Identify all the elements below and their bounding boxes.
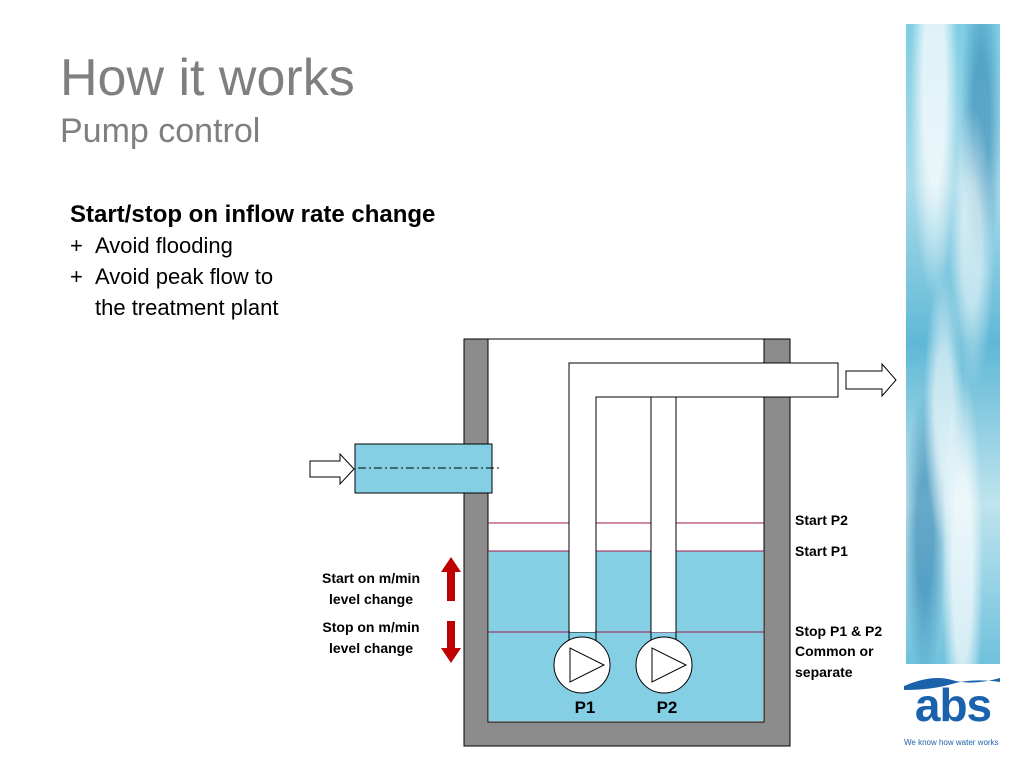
bullet-item: + Avoid peak flow to [70, 261, 435, 292]
bullet-text: Avoid peak flow to [95, 264, 274, 289]
bullet-marker: + [70, 233, 83, 258]
bullet-text: the treatment plant [95, 295, 279, 320]
page-title: How it works [60, 49, 355, 107]
bullet-item: the treatment plant [70, 292, 435, 323]
riser-p1-fill [570, 398, 595, 632]
page-subtitle: Pump control [60, 112, 261, 150]
stop-rate-label-line2: level change [328, 640, 414, 656]
stop-label-line2: Common or [795, 643, 874, 659]
water-body [489, 551, 763, 721]
bullet-heading: Start/stop on inflow rate change [70, 201, 436, 228]
bullet-text: Avoid flooding [95, 233, 233, 258]
riser-p2-fill [652, 398, 675, 632]
start-p2-label: Start P2 [795, 512, 848, 528]
start-rate-label-line2: level change [328, 591, 414, 607]
logo-wordmark: abs [914, 679, 992, 731]
pipe-wall-gap [765, 364, 789, 396]
start-up-arrow [441, 557, 461, 601]
inflow-arrow [309, 452, 355, 486]
stop-down-arrow [441, 621, 461, 663]
stop-label-line3: separate [795, 664, 853, 680]
logo-wave-icon [904, 678, 1000, 690]
stop-label-line1: Stop P1 & P2 [795, 623, 883, 639]
outflow-arrow [845, 362, 897, 398]
water-texture-image [906, 24, 1000, 664]
abs-logo: abs We know how water works [902, 672, 1002, 752]
bullet-marker: + [70, 264, 83, 289]
stop-rate-label-line1: Stop on m/min [322, 619, 420, 635]
logo-tagline: We know how water works [904, 738, 999, 747]
pump-p1-label: P1 [574, 698, 596, 717]
bullet-list: Start/stop on inflow rate change + Avoid … [70, 200, 435, 323]
bullet-item: + Avoid flooding [70, 230, 435, 261]
pump-p2-label: P2 [656, 698, 678, 717]
start-rate-label-line1: Start on m/min [321, 570, 420, 586]
pump-p2-impeller [651, 647, 688, 683]
pump-p1-impeller [569, 647, 606, 683]
start-p1-label: Start P1 [795, 543, 848, 559]
